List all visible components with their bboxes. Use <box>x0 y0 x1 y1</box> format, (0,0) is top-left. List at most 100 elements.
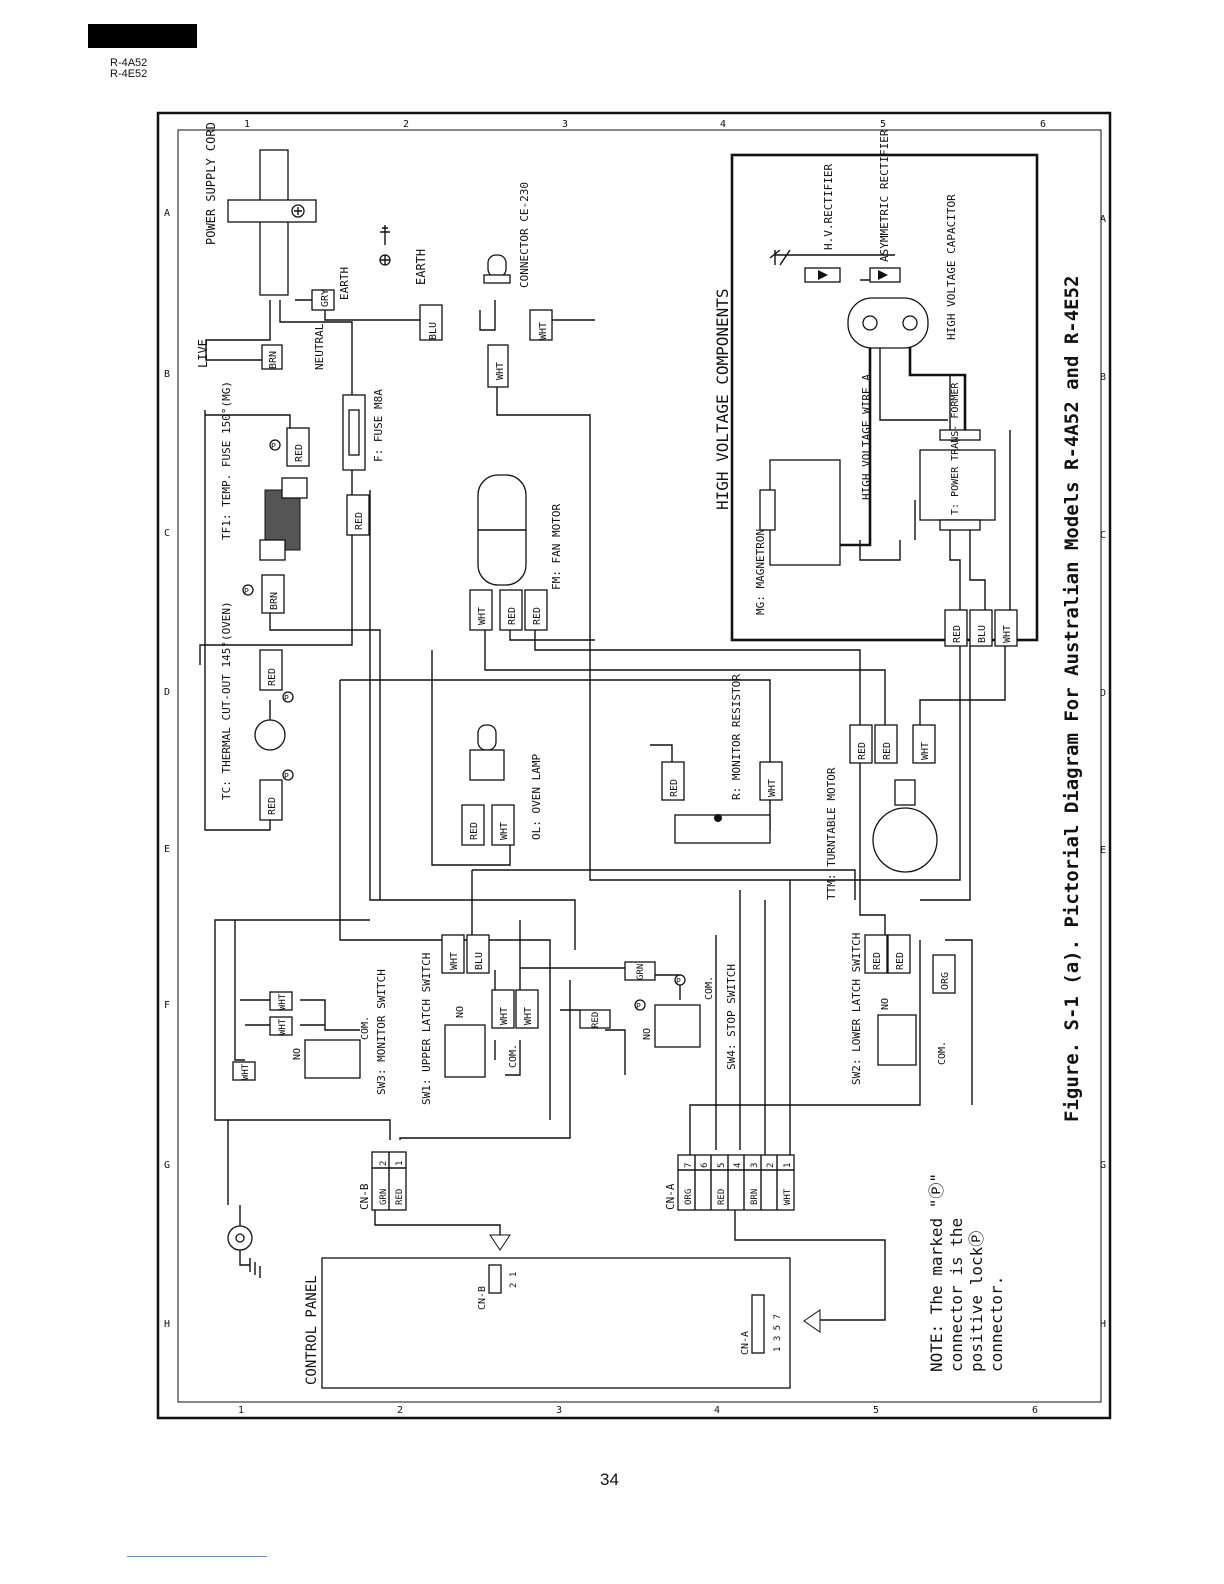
cn-b-connector: CN-B 2 1 GRN RED <box>358 1151 407 1211</box>
turntable-motor-label: TTM: TURNTABLE MOTOR <box>825 767 838 900</box>
red-connector-fuse: RED <box>346 494 370 536</box>
note-line-2: connector is the <box>947 1218 966 1372</box>
power-supply-cord: POWER SUPPLY CORD <box>204 122 317 296</box>
wiring <box>199 249 1011 1321</box>
sw2-label: SW2: LOWER LATCH SWITCH <box>850 933 863 1085</box>
col-3-top: 3 <box>562 119 568 130</box>
row-e-left: E <box>164 844 170 855</box>
live-label: LIVE <box>196 339 210 368</box>
wht-t-label: WHT <box>1002 625 1013 643</box>
magnetron-label: MG: MAGNETRON <box>754 529 767 615</box>
control-panel: CONTROL PANEL CN-B 2 1 CN-A 1 3 5 7 <box>304 1257 791 1389</box>
hv-wire-label: HIGH VOLTAGE WIRE A <box>860 374 873 500</box>
row-h-right: H <box>1100 1319 1106 1330</box>
brn-tf1-label: BRN <box>269 592 280 610</box>
header-black-bar <box>88 24 197 48</box>
inner-frame <box>177 129 1102 1403</box>
note-line-1: NOTE: The marked "Ⓟ" <box>927 1173 946 1372</box>
wht-connector-neutral: WHT <box>529 309 553 341</box>
gry-connector: GRY <box>311 289 335 311</box>
page-number: 34 <box>600 1470 619 1489</box>
sw1-connectors: WHT BLU WHT WHT <box>441 934 539 1029</box>
temp-fuse-label: TF1: TEMP. FUSE 150°(MG) <box>220 381 233 540</box>
turntable-connectors: RED RED WHT <box>849 724 936 764</box>
ground-terminal <box>227 1205 261 1278</box>
row-g-left: G <box>164 1160 170 1171</box>
red-fm1-label: RED <box>507 607 518 625</box>
power-transformer: T: POWER TRANS- FORMER <box>919 382 996 531</box>
red-tc-bottom-label: RED <box>267 797 278 815</box>
hv-rectifier: H.V.RECTIFIER <box>804 164 841 283</box>
cn-a-pin7: 7 <box>684 1163 694 1168</box>
cn-a-pin6: 6 <box>700 1163 710 1168</box>
col-1-bottom: 1 <box>238 1405 244 1416</box>
column-labels-top: 1 2 3 4 5 6 <box>244 119 1046 130</box>
turntable-motor: TTM: TURNTABLE MOTOR <box>825 767 938 900</box>
connector-ce230: CONNECTOR CE-230 <box>483 182 531 288</box>
oven-lamp-label: OL: OVEN LAMP <box>530 754 543 840</box>
sw1-wht-top: WHT <box>449 952 460 970</box>
cn-a-pin5: 5 <box>717 1163 727 1168</box>
row-c-left: C <box>164 528 170 539</box>
monitor-resistor-connectors: RED WHT <box>661 761 783 801</box>
cn-b-label: CN-B <box>358 1183 371 1210</box>
model-r4e52: R-4E52 <box>110 68 148 80</box>
column-labels-bottom: 1 2 3 4 5 6 <box>238 1405 1038 1416</box>
panel-cn-b-pins: 2 1 <box>509 1272 519 1288</box>
neutral-label: NEUTRAL <box>313 323 326 370</box>
row-labels-left: A B C D E F G H <box>164 208 170 1330</box>
connector-label: CONNECTOR CE-230 <box>518 182 531 288</box>
sw3-monitor-switch: NO COM. SW3: MONITOR SWITCH <box>292 969 388 1095</box>
wht-mr-label: WHT <box>767 779 778 797</box>
sw3-label: SW3: MONITOR SWITCH <box>375 969 388 1095</box>
svg-text:P: P <box>636 1002 641 1011</box>
model-numbers: R-4A52 R-4E52 <box>110 58 147 80</box>
svg-text:P: P <box>271 442 276 451</box>
col-5-bottom: 5 <box>873 1405 879 1416</box>
positive-lock-markers: P P P P P P <box>242 439 686 1011</box>
col-6-bottom: 6 <box>1032 1405 1038 1416</box>
cn-a-wht: WHT <box>783 1188 793 1205</box>
cn-a-pin2: 2 <box>766 1163 776 1168</box>
temp-fuse-tf1: TF1: TEMP. FUSE 150°(MG) <box>220 381 308 561</box>
cn-a-pin1: 1 <box>783 1163 793 1168</box>
sw1-com: COM. <box>508 1044 519 1068</box>
sw3-connectors: WHT WHT WHT <box>232 991 293 1081</box>
sw4-connectors: GRN RED <box>579 961 656 1029</box>
transformer-connectors: RED BLU WHT <box>944 609 1018 647</box>
magnetron: MG: MAGNETRON <box>754 459 841 615</box>
sw1-wht-mid2: WHT <box>523 1007 534 1025</box>
asym-rectifier: ASYMMETRIC RECTIFIER <box>869 129 901 283</box>
red-ttm1-label: RED <box>857 742 868 760</box>
sw4-no: NO <box>642 1028 653 1040</box>
power-cord-label: POWER SUPPLY CORD <box>204 122 218 245</box>
col-4-top: 4 <box>720 119 726 130</box>
red-fm2-label: RED <box>532 607 543 625</box>
model-r4a52: R-4A52 <box>110 57 148 69</box>
wht-fm-label: WHT <box>477 607 488 625</box>
monitor-resistor: R: MONITOR RESISTOR <box>674 674 771 844</box>
cn-a-label: CN-A <box>664 1183 677 1210</box>
sw1-label: SW1: UPPER LATCH SWITCH <box>420 953 433 1105</box>
sw2-com: COM. <box>937 1041 948 1065</box>
brn-connector-tf1: BRN <box>261 574 285 614</box>
row-c-right: C <box>1100 530 1106 541</box>
sw4-red: RED <box>591 1012 601 1028</box>
red-connector-tc-top: RED <box>259 649 283 691</box>
thermal-cutout-tc: TC: THERMAL CUT-OUT 145°(OVEN) <box>220 601 286 800</box>
red-tf1-label: RED <box>294 444 305 462</box>
hv-capacitor: HIGH VOLTAGE CAPACITOR <box>847 194 958 349</box>
row-d-right: D <box>1100 688 1106 699</box>
row-d-left: D <box>164 687 170 698</box>
sw2-red1: RED <box>872 952 883 970</box>
svg-text:P: P <box>284 772 289 781</box>
col-3-bottom: 3 <box>556 1405 562 1416</box>
hv-capacitor-label: HIGH VOLTAGE CAPACITOR <box>945 194 958 340</box>
svg-text:P: P <box>284 694 289 703</box>
wht-connector-ce230: WHT <box>487 344 509 388</box>
sw2-red2: RED <box>895 952 906 970</box>
earth-connection: EARTH EARTH <box>338 225 428 300</box>
note: NOTE: The marked "Ⓟ" connector is the po… <box>927 1173 1006 1372</box>
cn-a-connector: CN-A 7 6 5 4 3 2 1 ORG RED BRN WHT <box>664 1154 795 1211</box>
